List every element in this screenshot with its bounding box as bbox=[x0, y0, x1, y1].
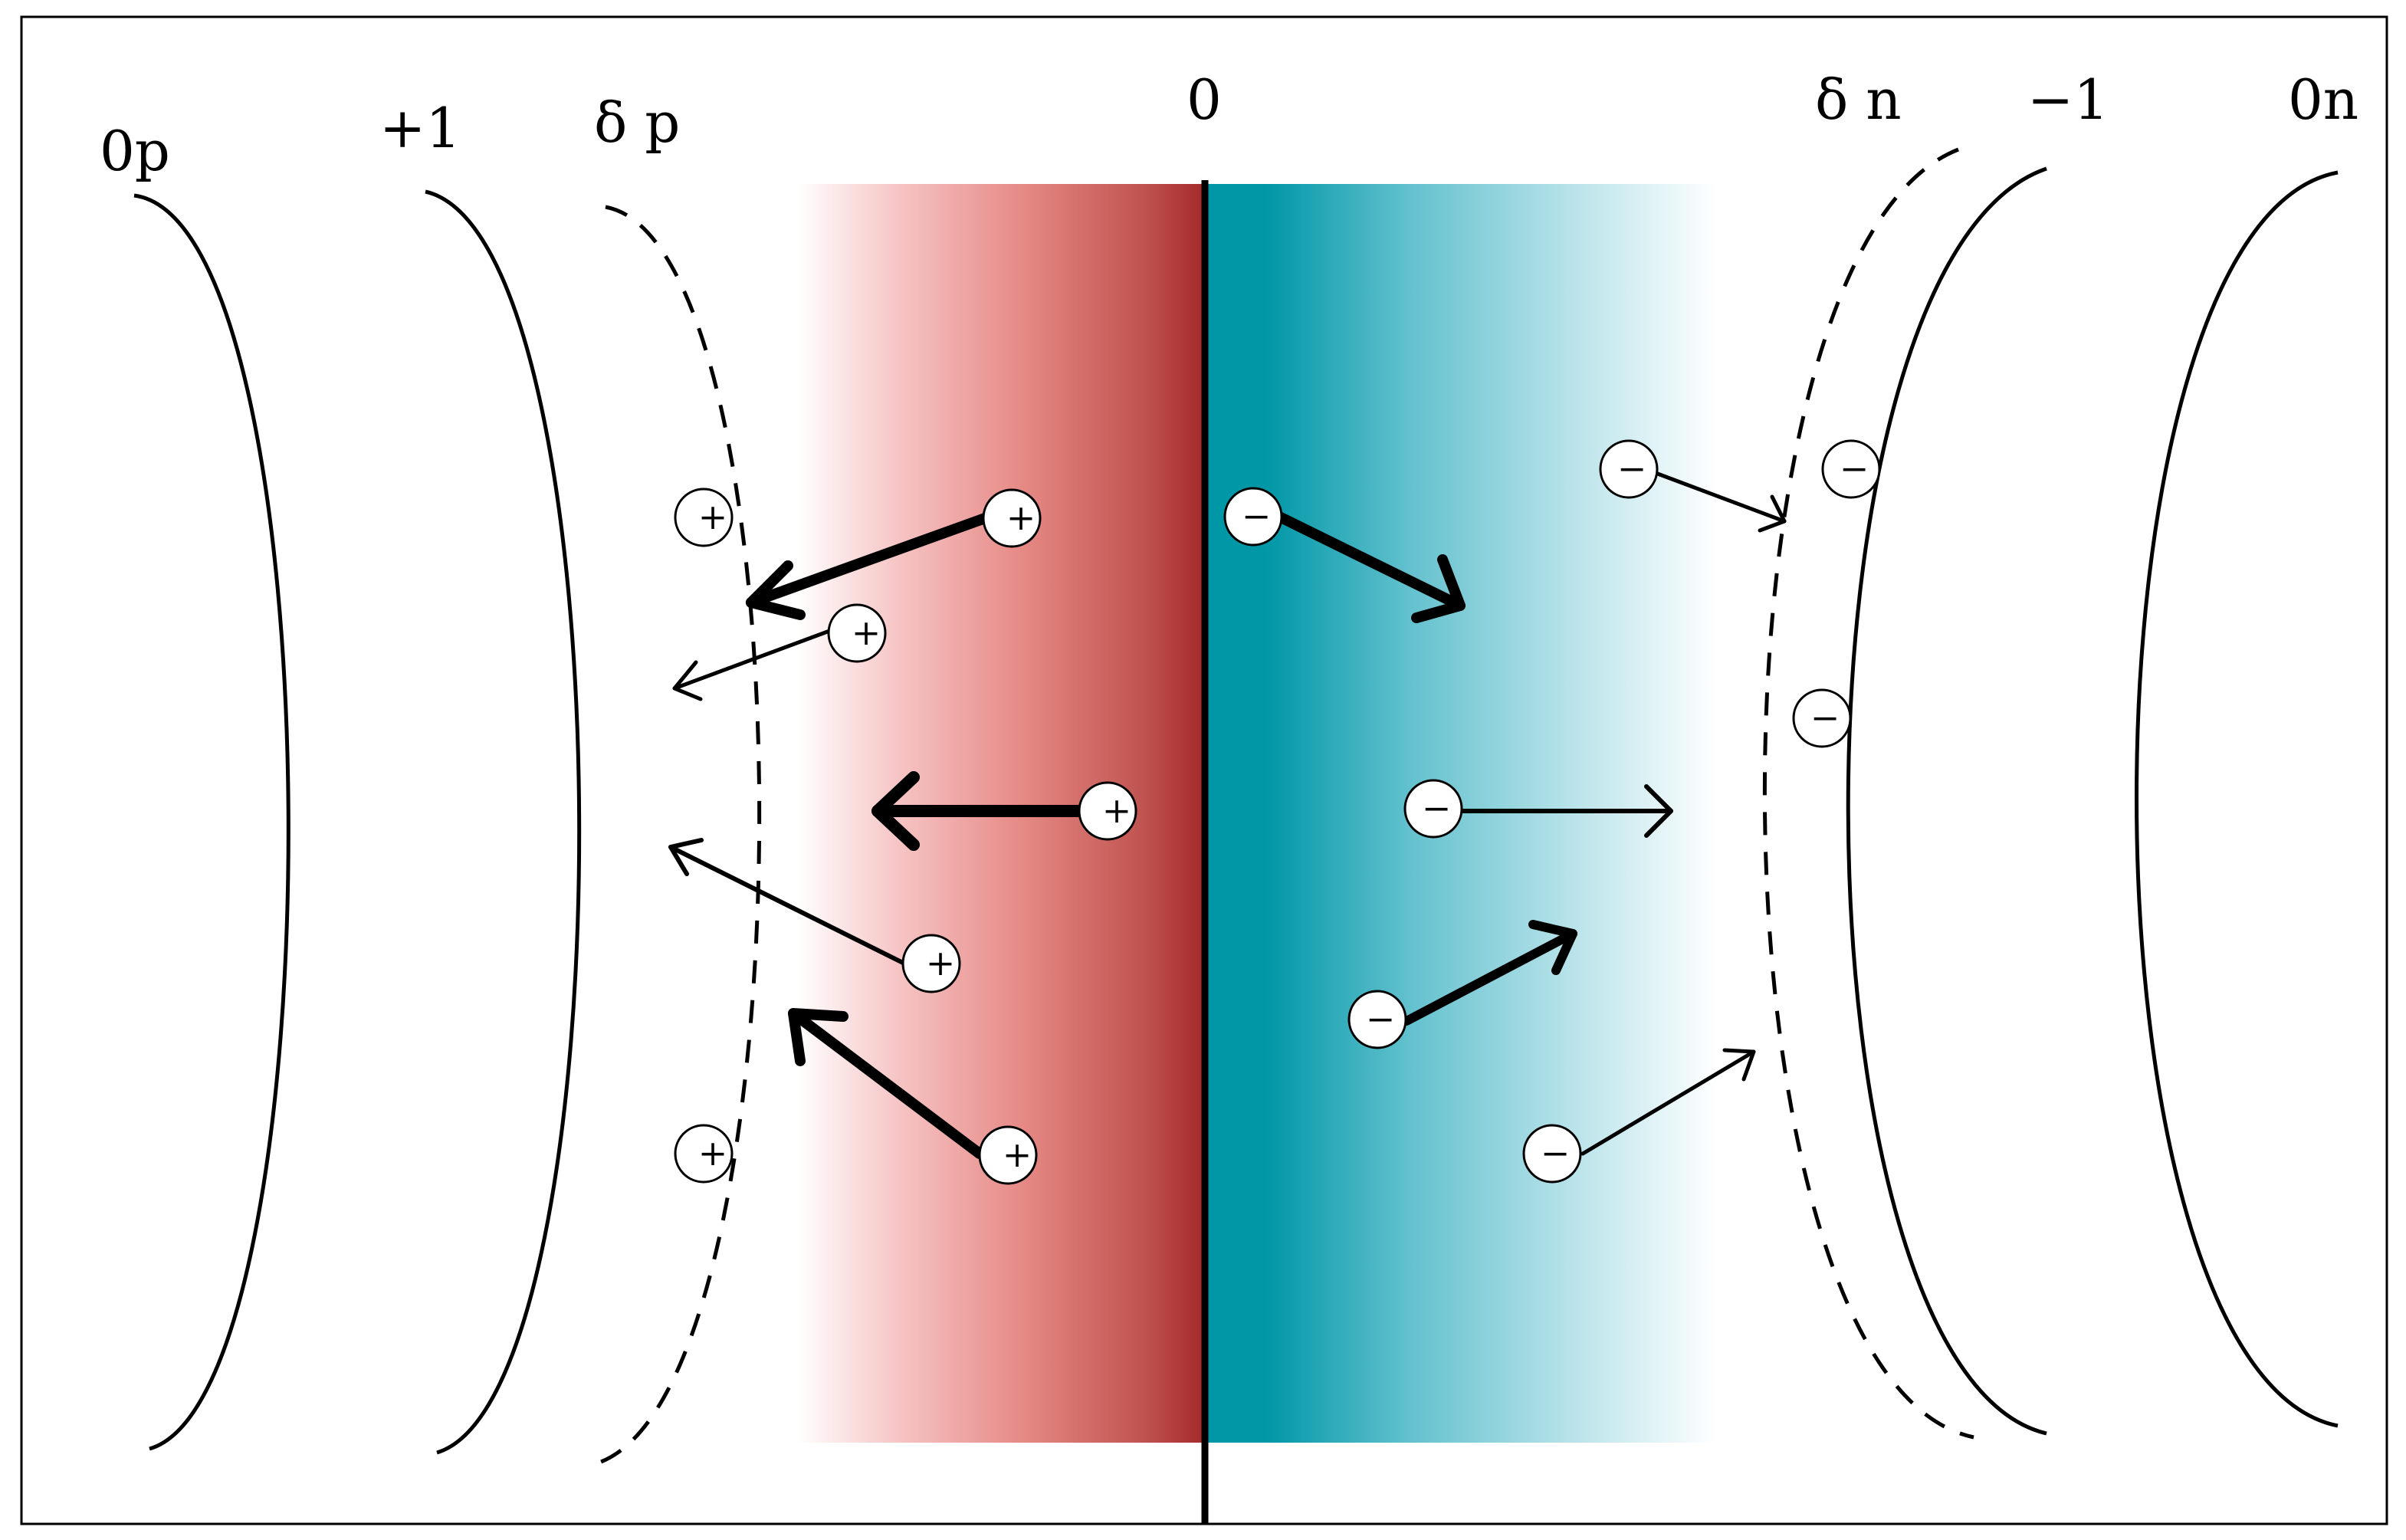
hole-charge: + bbox=[674, 488, 734, 547]
hole-charge: + bbox=[982, 488, 1042, 548]
hole-diffusion-arrow bbox=[668, 845, 908, 967]
svg-text:−: − bbox=[1366, 998, 1396, 1039]
hole-charge: + bbox=[978, 1125, 1038, 1185]
arrowhead-icon bbox=[788, 1008, 849, 1066]
electron-charges: − − − − − − − bbox=[1223, 439, 1881, 1184]
svg-text:−: − bbox=[1810, 697, 1840, 738]
electron-drift-arrow bbox=[1271, 510, 1466, 611]
arrowhead-icon bbox=[871, 771, 920, 851]
hole-charge: + bbox=[1078, 781, 1137, 841]
electron-charge: − bbox=[1403, 779, 1463, 839]
arrowhead-icon bbox=[668, 838, 704, 876]
electron-drift-arrow bbox=[1402, 929, 1577, 1026]
svg-text:+: + bbox=[852, 612, 881, 653]
electron-charge: − bbox=[1347, 990, 1407, 1049]
label-0n: 0n bbox=[2288, 67, 2358, 132]
arrowhead-icon bbox=[1528, 920, 1577, 975]
electron-charge: − bbox=[1599, 439, 1659, 499]
svg-text:+: + bbox=[1003, 1134, 1032, 1175]
hole-drift-arrow bbox=[746, 513, 990, 608]
label-minus-one: −1 bbox=[2027, 67, 2109, 132]
arrowhead-icon bbox=[1411, 554, 1466, 623]
svg-text:+: + bbox=[698, 1132, 728, 1174]
svg-text:−: − bbox=[1422, 787, 1452, 829]
label-plus-one: +1 bbox=[379, 96, 461, 160]
hole-charge: + bbox=[827, 603, 887, 663]
arrowhead-icon bbox=[1758, 494, 1787, 533]
hole-charges: + + + + + + + bbox=[674, 488, 1137, 1185]
electron-diffusion-arrow bbox=[1580, 1049, 1756, 1156]
svg-text:+: + bbox=[1102, 790, 1132, 831]
svg-text:−: − bbox=[1840, 448, 1869, 489]
arrowhead-icon bbox=[1722, 1048, 1756, 1082]
hole-diffusion-arrow bbox=[672, 628, 834, 691]
label-delta-n: δ n bbox=[1815, 67, 1902, 132]
electron-charge: − bbox=[1223, 487, 1283, 547]
boundary-curve-plus-one bbox=[425, 189, 582, 1455]
arrowhead-icon bbox=[672, 660, 703, 701]
electron-diffusion-arrow bbox=[1653, 471, 1787, 524]
svg-text:−: − bbox=[1541, 1132, 1571, 1174]
svg-text:+: + bbox=[698, 496, 728, 537]
arrowhead-icon bbox=[746, 560, 806, 620]
label-0p: 0p bbox=[100, 119, 170, 183]
svg-text:+: + bbox=[926, 942, 956, 983]
hole-charge: + bbox=[674, 1124, 734, 1184]
hole-charge: + bbox=[901, 934, 961, 993]
electron-charge: − bbox=[1821, 439, 1881, 499]
electron-charge: − bbox=[1792, 688, 1852, 748]
label-delta-p: δ p bbox=[594, 90, 680, 155]
label-zero: 0 bbox=[1187, 67, 1222, 132]
boundary-curve-delta-p bbox=[593, 205, 762, 1466]
svg-text:−: − bbox=[1242, 495, 1272, 537]
boundary-curve-minus-one bbox=[1846, 166, 2047, 1436]
arrowhead-icon bbox=[1644, 784, 1673, 838]
hole-drift-arrow bbox=[788, 1008, 985, 1159]
electron-charge: − bbox=[1522, 1124, 1582, 1184]
boundary-curve-0p bbox=[133, 193, 290, 1451]
svg-text:−: − bbox=[1617, 448, 1647, 489]
svg-text:+: + bbox=[1006, 497, 1036, 538]
boundary-curve-0n bbox=[2135, 170, 2339, 1428]
boundary-curve-delta-n bbox=[1762, 147, 1974, 1440]
